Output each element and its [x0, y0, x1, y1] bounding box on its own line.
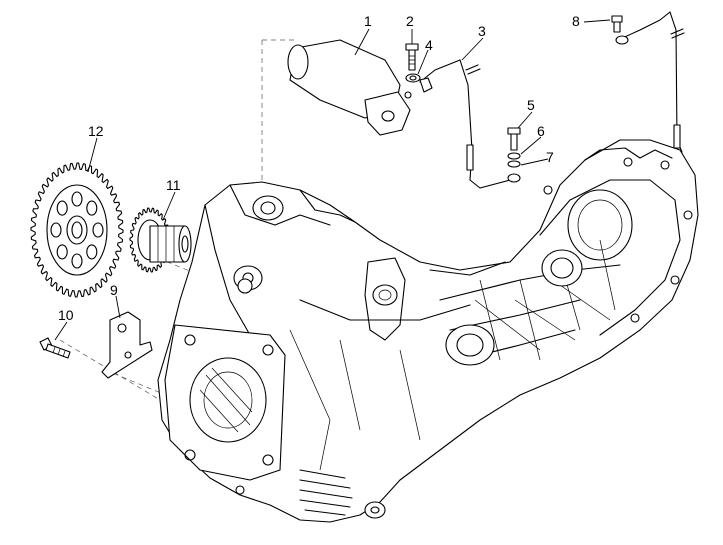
leader-lines [54, 19, 611, 341]
callout-labels: 1 2 3 4 5 6 7 8 9 10 11 12 [58, 13, 580, 323]
gear-hole [56, 244, 68, 260]
gear-hole [92, 222, 104, 238]
bolt-part-5 [507, 127, 521, 151]
bracket-part-9 [101, 311, 153, 379]
gear-hole [86, 244, 98, 260]
gear-hole [86, 200, 98, 216]
gear-hole [71, 253, 83, 269]
washer-part-7 [507, 160, 521, 168]
ground-cable [611, 11, 685, 153]
gear-hole [50, 222, 62, 238]
callout-3: 3 [478, 23, 486, 39]
callout-1: 1 [364, 13, 372, 29]
callout-4: 4 [425, 37, 433, 53]
callout-12: 12 [88, 123, 104, 139]
callout-7: 7 [546, 149, 554, 165]
callout-9: 9 [110, 282, 118, 298]
idler-gear [129, 207, 192, 273]
gear-hole [71, 191, 83, 207]
gear-hole [56, 200, 68, 216]
large-gear [30, 162, 124, 298]
bolt-part-10 [39, 337, 71, 359]
washer-part-6 [507, 152, 521, 160]
callout-6: 6 [537, 123, 545, 139]
crankcase [157, 139, 699, 523]
washer-part-4 [405, 73, 421, 83]
screw-part-2 [405, 43, 419, 71]
starter-motor [287, 39, 412, 136]
callout-2: 2 [406, 13, 414, 29]
callout-11: 11 [166, 177, 181, 193]
callout-5: 5 [527, 97, 535, 113]
starter-cable [419, 59, 521, 189]
callout-8: 8 [572, 13, 580, 29]
callout-10: 10 [58, 307, 74, 323]
